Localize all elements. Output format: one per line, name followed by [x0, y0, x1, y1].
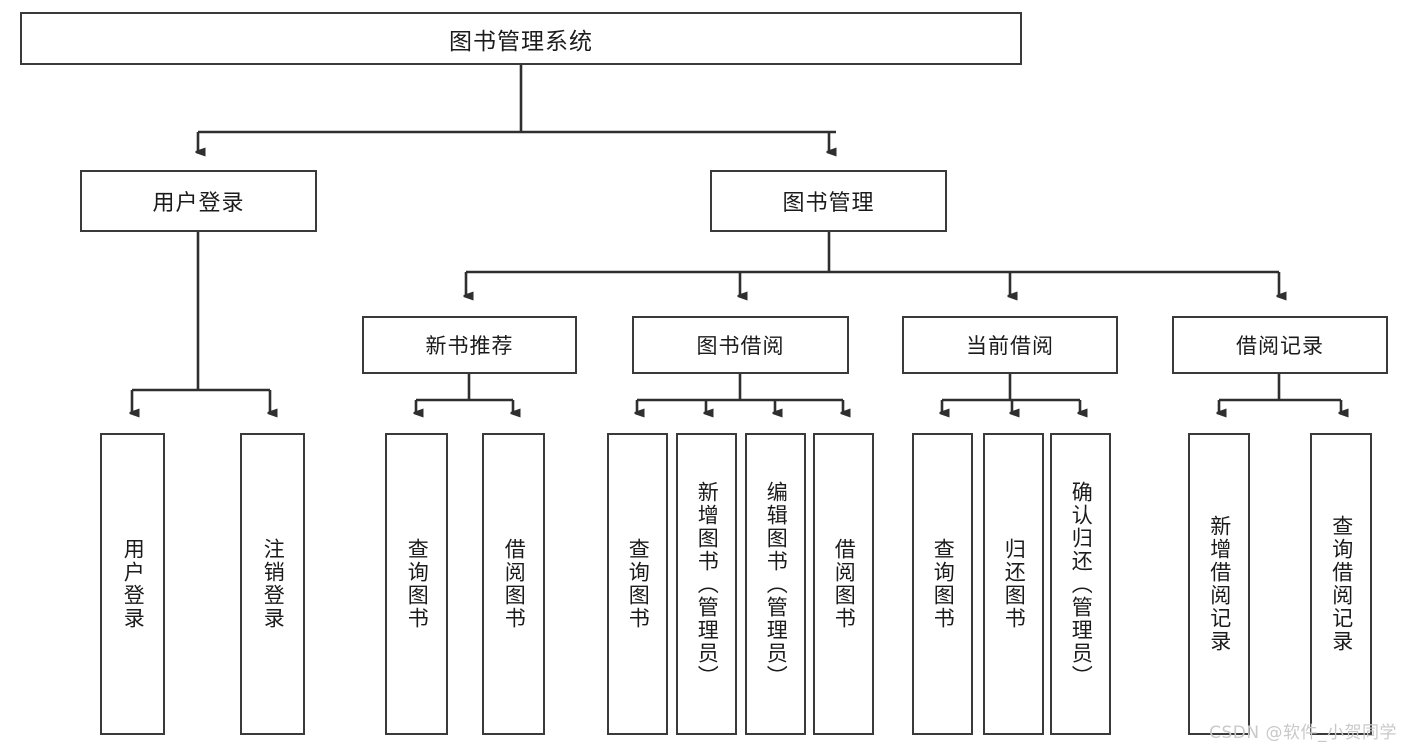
csdn-watermark: CSDN @软件_小贺同学 — [1209, 723, 1397, 743]
node-book-management-label: 图书管理 — [782, 191, 875, 216]
leaf-label: 注销登录 — [261, 538, 286, 630]
leaf-new-book-borrow[interactable]: 借阅图书 — [482, 433, 545, 735]
leaf-borrow-add-book[interactable]: 新增图书（管理员） — [676, 433, 737, 735]
leaf-current-query-book[interactable]: 查询图书 — [912, 433, 973, 735]
leaf-label: 查询图书 — [931, 538, 956, 630]
node-new-book-recommend[interactable]: 新书推荐 — [362, 316, 577, 374]
leaf-record-add[interactable]: 新增借阅记录 — [1188, 433, 1250, 735]
node-book-borrow[interactable]: 图书借阅 — [632, 316, 849, 374]
node-borrow-record[interactable]: 借阅记录 — [1172, 316, 1388, 374]
node-current-borrow[interactable]: 当前借阅 — [902, 316, 1118, 374]
node-book-management[interactable]: 图书管理 — [710, 170, 947, 232]
leaf-label: 确认归还（管理员） — [1069, 480, 1094, 688]
leaf-label: 用户登录 — [121, 538, 146, 630]
node-root[interactable]: 图书管理系统 — [20, 12, 1022, 65]
leaf-record-query[interactable]: 查询借阅记录 — [1310, 433, 1372, 735]
leaf-label: 新增图书（管理员） — [695, 480, 720, 688]
leaf-label: 编辑图书（管理员） — [764, 480, 789, 688]
node-root-label: 图书管理系统 — [449, 28, 593, 55]
node-current-borrow-label: 当前借阅 — [966, 334, 1054, 358]
node-user-login[interactable]: 用户登录 — [80, 170, 317, 232]
node-user-login-label: 用户登录 — [152, 191, 245, 216]
leaf-current-confirm-return[interactable]: 确认归还（管理员） — [1050, 433, 1111, 735]
node-new-book-recommend-label: 新书推荐 — [425, 334, 514, 358]
leaf-label: 查询图书 — [626, 538, 651, 630]
leaf-borrow-borrow-book[interactable]: 借阅图书 — [813, 433, 874, 735]
leaf-label: 新增借阅记录 — [1207, 515, 1232, 653]
leaf-borrow-edit-book[interactable]: 编辑图书（管理员） — [745, 433, 806, 735]
leaf-label: 归还图书 — [1002, 538, 1027, 630]
node-book-borrow-label: 图书借阅 — [696, 334, 785, 358]
leaf-borrow-query-book[interactable]: 查询图书 — [607, 433, 668, 735]
leaf-label: 查询借阅记录 — [1329, 515, 1354, 653]
leaf-user-login-logout[interactable]: 注销登录 — [240, 433, 305, 735]
leaf-label: 借阅图书 — [502, 538, 527, 630]
leaf-user-login-login[interactable]: 用户登录 — [100, 433, 165, 735]
node-borrow-record-label: 借阅记录 — [1236, 334, 1324, 358]
leaf-label: 查询图书 — [405, 538, 430, 630]
leaf-label: 借阅图书 — [832, 538, 857, 630]
leaf-current-return-book[interactable]: 归还图书 — [983, 433, 1044, 735]
leaf-new-book-query[interactable]: 查询图书 — [385, 433, 448, 735]
